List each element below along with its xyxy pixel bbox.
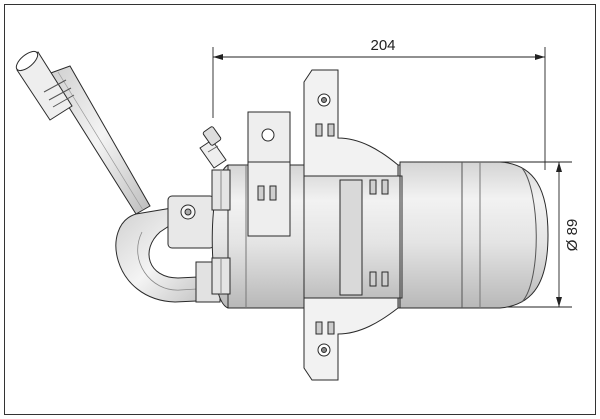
arrowhead-bottom [556,297,562,307]
body-right-section [399,161,549,309]
service-valve [199,126,227,169]
arrowhead-top [556,162,562,172]
hose-clamp-upper [167,195,215,249]
arrowhead-left [213,54,223,60]
service-valve-stem [199,139,227,169]
length-dimension [212,47,546,170]
clamp-band-bottom-ear [303,297,399,381]
service-valve-cap [202,126,222,146]
mounting-plate-hole [261,128,275,142]
inlet-pipe-tube [47,65,151,215]
body-center-ring [339,179,363,296]
clamp-band-top-ear [303,69,399,177]
inlet-pipe [15,50,151,215]
length-dimension-label: 204 [370,37,395,54]
diameter-dimension-label: Ø 89 [564,219,581,252]
inlet-pipe-opening [15,50,39,72]
mounting-plate-body [247,111,291,237]
arrowhead-right [535,54,545,60]
clamp-band [303,69,403,381]
connector-fittings [211,169,231,295]
body-end-cap [521,167,537,303]
drawing-frame [4,4,596,415]
mounting-plate [247,111,291,237]
hose-loop [115,195,221,303]
